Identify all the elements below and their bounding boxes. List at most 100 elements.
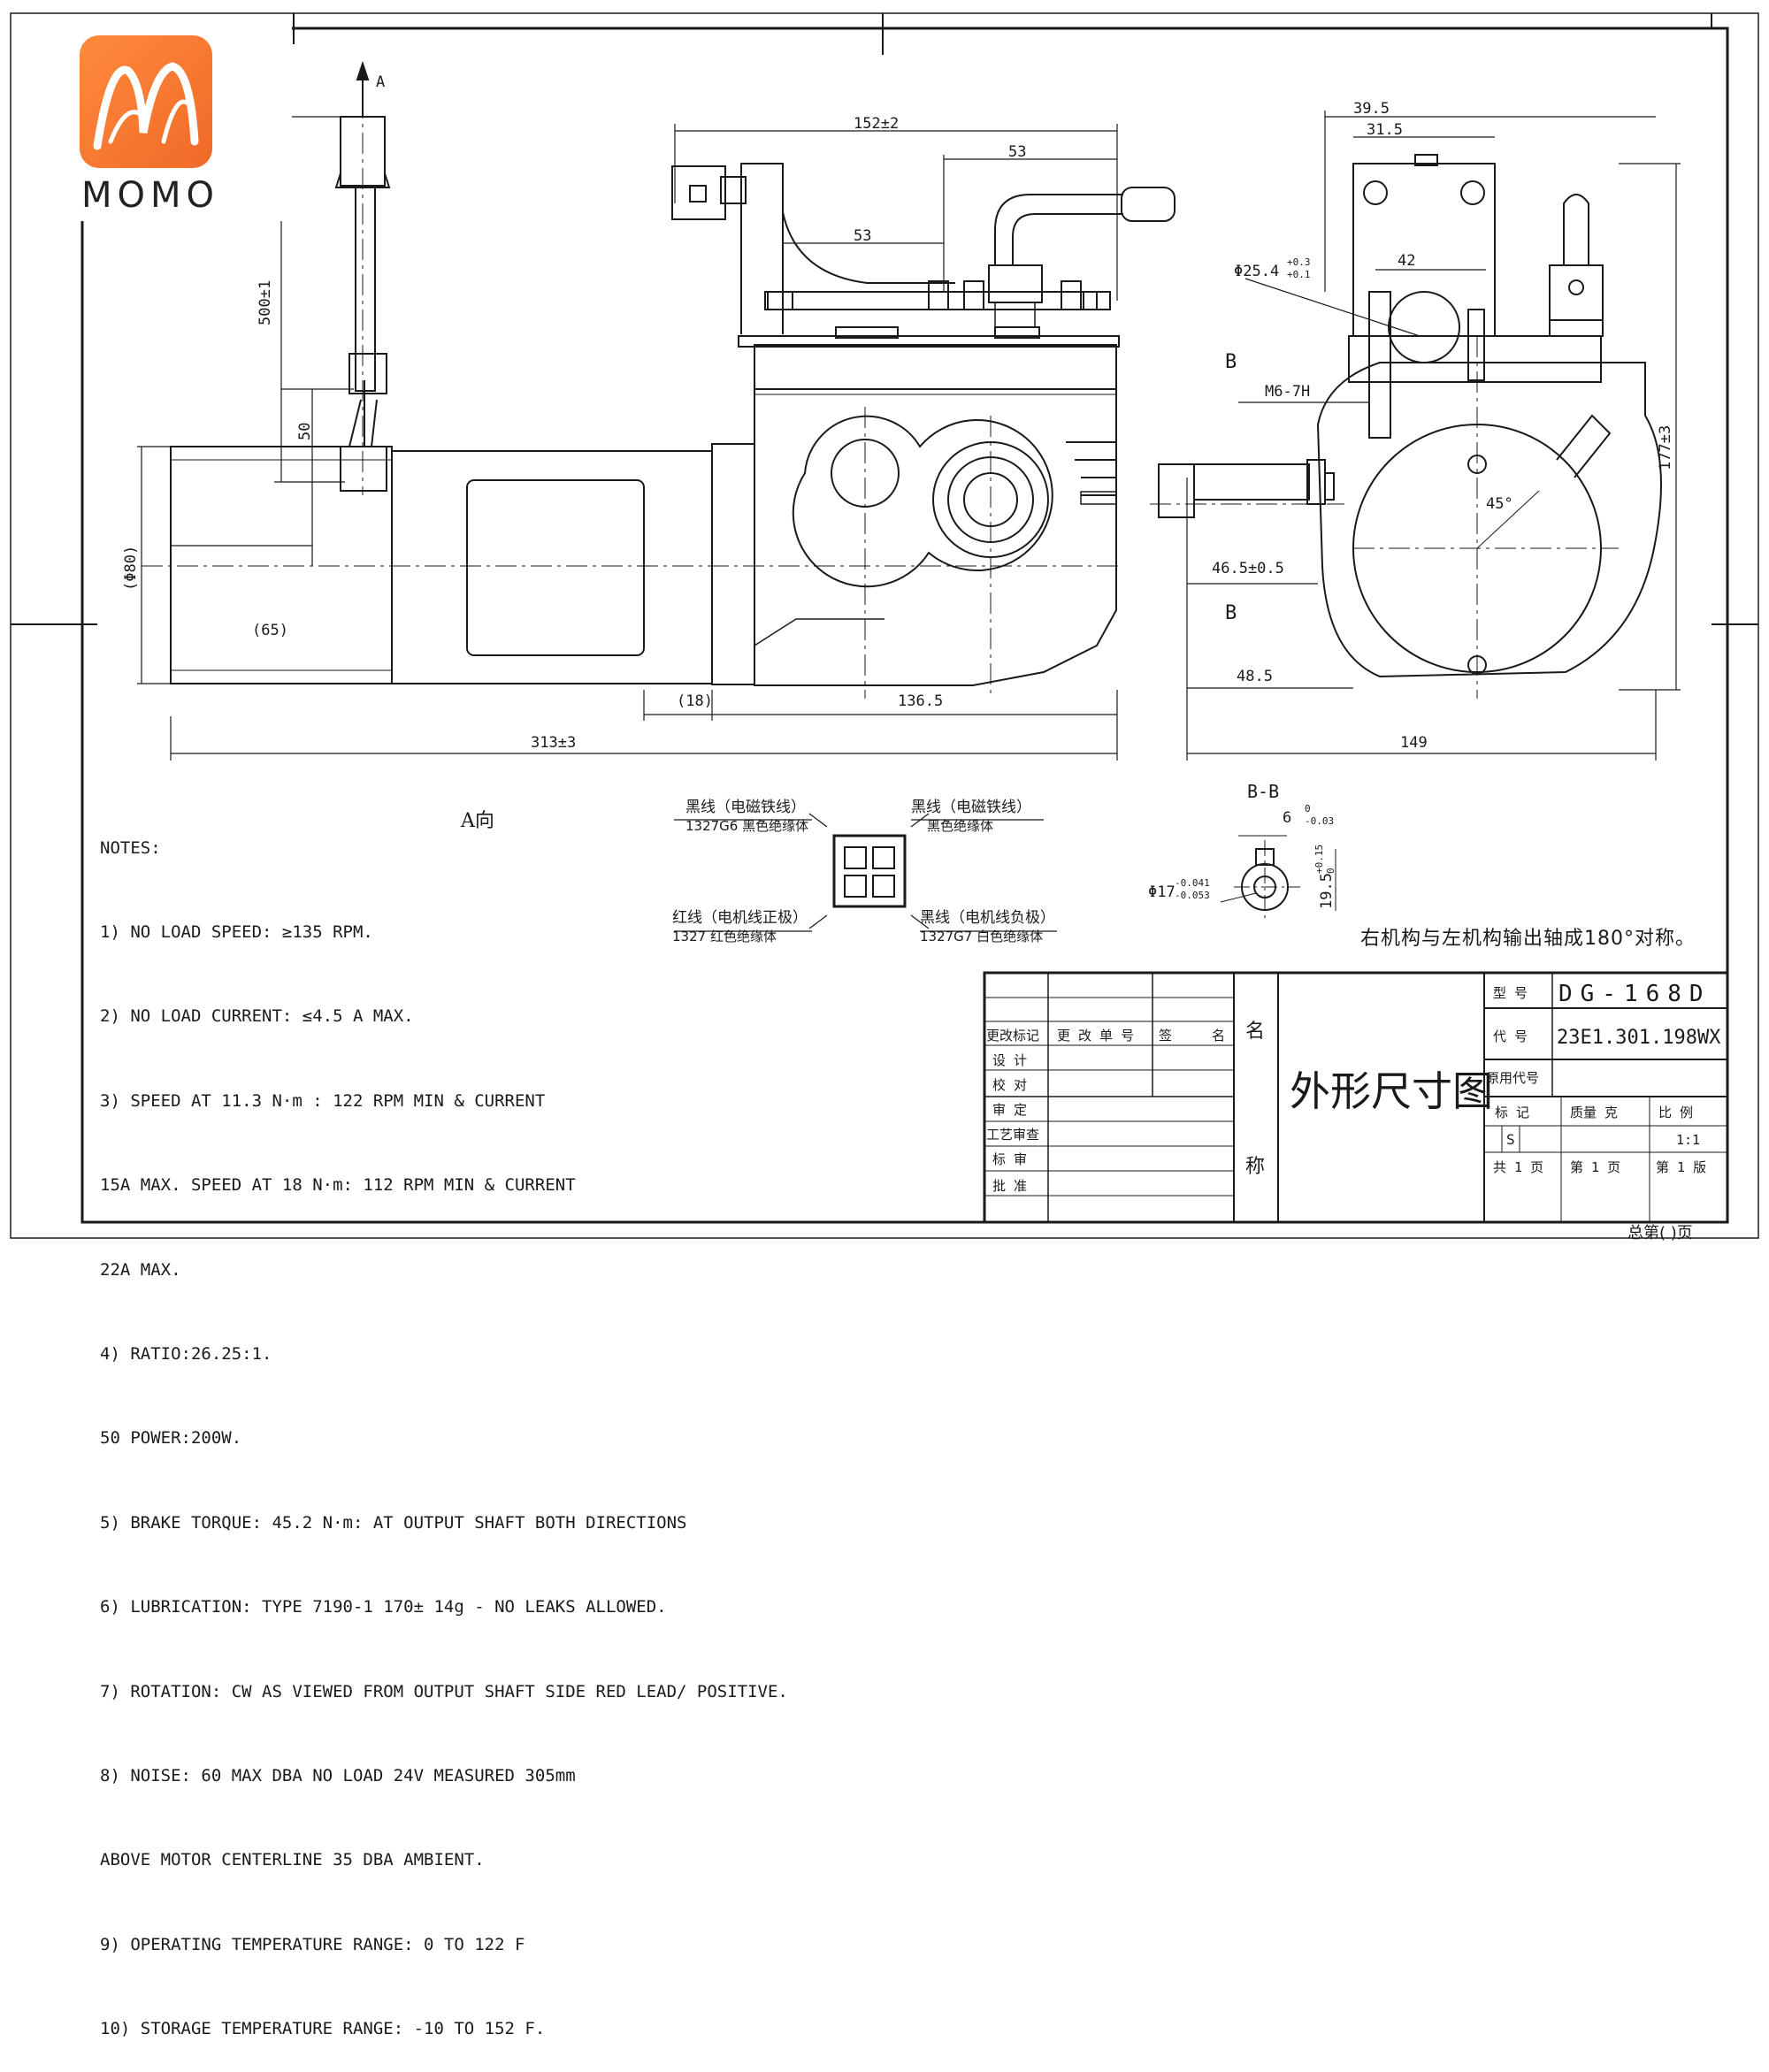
wire-sub: 1327G7 白色绝缘体	[920, 929, 1044, 944]
note-line: 4) RATIO:26.25:1.	[100, 1343, 272, 1364]
angle-45: 45°	[1486, 495, 1513, 513]
wire-label-bottom-left: 红线（电机线正极） 1327 红色绝缘体	[672, 905, 808, 945]
outer-border	[10, 12, 1759, 1239]
dim-65: (65)	[252, 622, 288, 639]
dim-42: 42	[1398, 252, 1415, 270]
dim-31-5: 31.5	[1367, 121, 1403, 139]
note-line: 2) NO LOAD CURRENT: ≤4.5 A MAX.	[100, 1006, 414, 1027]
note-line: 22A MAX.	[100, 1259, 181, 1280]
wire-sub: 1327 红色绝缘体	[672, 929, 777, 944]
note-line: 3) SPEED AT 11.3 N·m : 122 RPM MIN & CUR…	[100, 1090, 546, 1111]
dim-diameter-25-4: Φ25.4	[1234, 263, 1279, 280]
dim-53-top: 53	[1008, 143, 1026, 161]
dim-500: 500±1	[257, 280, 274, 325]
note-line: 9) OPERATING TEMPERATURE RANGE: 0 TO 122…	[100, 1934, 525, 1954]
dim-19-5: 19.5	[1318, 873, 1336, 909]
page-footer: 总第( )页	[1627, 1224, 1693, 1242]
role-approve: 批 准	[992, 1178, 1027, 1194]
role-approve-tech: 审 定	[992, 1102, 1027, 1118]
dim-diameter-80: (Φ80)	[122, 546, 140, 591]
edition: 第 1 版	[1656, 1159, 1706, 1175]
dim-17-tol-up: -0.041	[1175, 877, 1210, 889]
wire-sub: 1327G6 黑色绝缘体	[685, 818, 809, 834]
name-label-top: 名	[1245, 1021, 1265, 1043]
dim-25-4-tol-up: +0.3	[1287, 256, 1311, 268]
wire-name: 黑线（电磁铁线）	[685, 799, 806, 816]
company-logo: MOMO	[71, 27, 292, 221]
wire-label-top-right: 黑线（电磁铁线） 黑色绝缘体	[911, 794, 1031, 835]
note-line: 5) BRAKE TORQUE: 45.2 N·m: AT OUTPUT SHA…	[100, 1512, 687, 1533]
engineering-drawing: A 152±2 53 53 (65) (18) 136.5 313±3 39.5…	[10, 12, 1759, 1239]
dim-50: 50	[296, 423, 314, 440]
role-check: 校 对	[992, 1077, 1027, 1093]
notes-title: NOTES:	[100, 837, 161, 858]
wire-sub: 黑色绝缘体	[927, 818, 994, 834]
note-line: 1) NO LOAD SPEED: ≥135 RPM.	[100, 921, 373, 942]
name-label-bottom: 称	[1245, 1156, 1265, 1178]
notes-block: NOTES: 1) NO LOAD SPEED: ≥135 RPM. 2) NO…	[100, 778, 869, 2072]
mass-label: 质量 克	[1570, 1105, 1618, 1120]
rev-header-name: 名	[1212, 1028, 1225, 1044]
dim-149: 149	[1400, 734, 1428, 752]
dim-6-tol-dn: -0.03	[1305, 815, 1334, 827]
brand-text: MOMO	[81, 175, 219, 216]
section-mark-top: B	[1225, 351, 1237, 373]
orig-code-label: 原用代号	[1486, 1070, 1539, 1086]
rev-header-mark: 更改标记	[986, 1028, 1039, 1044]
wire-name: 红线（电机线正极）	[672, 909, 808, 927]
dim-18: (18)	[677, 692, 713, 710]
wire-name: 黑线（电机线负极）	[920, 909, 1055, 927]
note-line: 10) STORAGE TEMPERATURE RANGE: -10 TO 15…	[100, 2019, 546, 2039]
code-label: 代 号	[1493, 1028, 1528, 1044]
note-line: 6) LUBRICATION: TYPE 7190-1 170± 14g - N…	[100, 1597, 667, 1617]
note-line: 7) ROTATION: CW AS VIEWED FROM OUTPUT SH…	[100, 1681, 788, 1701]
symmetry-note: 右机构与左机构输出轴成180°对称。	[1360, 928, 1696, 950]
view-a-label: A向	[461, 810, 494, 832]
dim-25-4-tol-dn: +0.1	[1287, 269, 1311, 280]
model-value: DG-168D	[1558, 981, 1712, 1007]
connector-diagram	[674, 813, 1057, 932]
rev-header-sign: 签	[1159, 1028, 1172, 1044]
title-block-text: 更改标记 更 改 单 号 签 名 设 计 校 对 审 定 工艺审查 标 审 批 …	[986, 981, 1721, 1194]
model-label: 型 号	[1493, 985, 1528, 1001]
title-block-grid	[983, 971, 1729, 1224]
scale-value: 1:1	[1676, 1132, 1700, 1148]
note-line: 50 POWER:200W.	[100, 1428, 242, 1449]
mark-value: S	[1506, 1131, 1515, 1148]
dim-39-5: 39.5	[1353, 100, 1390, 118]
dim-177: 177±3	[1657, 425, 1674, 470]
page-number: 第 1 页	[1570, 1159, 1620, 1175]
side-view	[1150, 154, 1662, 699]
dim-m6: M6-7H	[1265, 383, 1310, 401]
role-standard: 标 审	[992, 1151, 1027, 1167]
dimension-labels: A 152±2 53 53 (65) (18) 136.5 313±3 39.5…	[122, 73, 1674, 909]
wire-label-bottom-right: 黑线（电机线负极） 1327G7 白色绝缘体	[920, 905, 1055, 945]
logo-m-glyph-icon	[93, 62, 199, 150]
drawing-title: 外形尺寸图	[1290, 1067, 1493, 1115]
dim-19-5-tol-up: +0.15	[1313, 845, 1325, 874]
dim-53-mid: 53	[854, 227, 871, 245]
logo-mark-icon	[80, 35, 212, 168]
mark-label: 标 记	[1495, 1105, 1529, 1120]
dim-6-tol-up: 0	[1305, 803, 1311, 814]
view-arrow-label: A	[376, 73, 385, 91]
total-pages: 共 1 页	[1493, 1159, 1543, 1175]
dim-313: 313±3	[531, 734, 576, 752]
role-design: 设 计	[992, 1052, 1027, 1068]
section-bb	[1220, 835, 1336, 920]
dim-48-5: 48.5	[1237, 668, 1273, 685]
dim-19-5-tol-dn: 0	[1325, 868, 1336, 874]
note-line: 8) NOISE: 60 MAX DBA NO LOAD 24V MEASURE…	[100, 1765, 576, 1785]
dim-17-tol-dn: -0.053	[1175, 890, 1210, 901]
wire-name: 黑线（电磁铁线）	[911, 799, 1031, 816]
role-process-review: 工艺审查	[986, 1127, 1039, 1143]
front-view	[142, 60, 1176, 699]
note-line: ABOVE MOTOR CENTERLINE 35 DBA AMBIENT.	[100, 1850, 485, 1870]
code-value: 23E1.301.198WX	[1557, 1027, 1721, 1049]
rev-header-order: 更 改 单 号	[1057, 1028, 1134, 1044]
dim-width-152: 152±2	[854, 115, 899, 133]
dim-6: 6	[1283, 809, 1291, 827]
dim-diameter-17: Φ17	[1148, 883, 1176, 901]
dim-136-5: 136.5	[898, 692, 943, 710]
scale-label: 比 例	[1658, 1105, 1693, 1120]
